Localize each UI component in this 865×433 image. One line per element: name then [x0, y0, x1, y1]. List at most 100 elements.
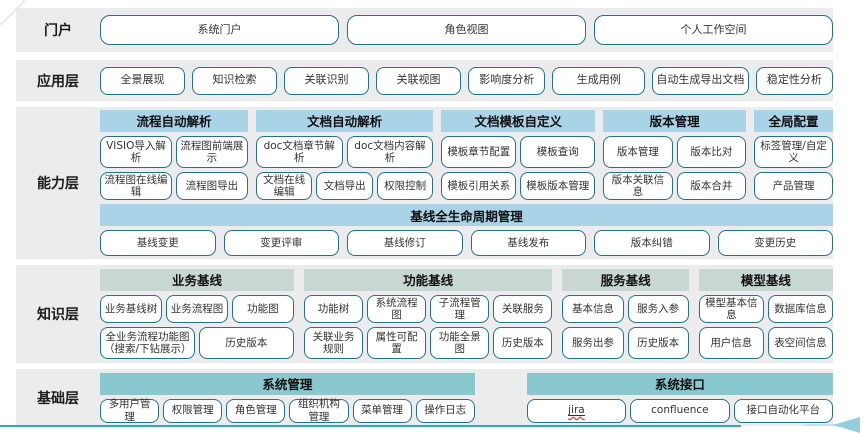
cap-btn-template-query[interactable]: 模板查询	[520, 135, 596, 168]
know-group-1-header: 功能基线	[303, 268, 553, 291]
know-group-1-row2: 关联业务规则 属性可配置 功能全景图 历史版本	[303, 327, 553, 360]
capability-content: 流程自动解析 VISIO导入解析 流程图前端展示 流程图在线编辑 流程图导出 文…	[100, 106, 833, 260]
know-btn-user-info[interactable]: 用户信息	[698, 327, 764, 360]
layer-label-knowledge: 知识层	[37, 307, 79, 323]
know-btn-database-info[interactable]: 数据库信息	[767, 294, 833, 324]
layer-band-portal: 门户 系统门户 角色视图 个人工作空间	[16, 8, 833, 52]
app-button-6[interactable]: 自动生成导出文档	[652, 66, 749, 95]
know-btn-function-tree[interactable]: 功能树	[303, 294, 364, 324]
base-btn-confluence[interactable]: confluence	[630, 398, 730, 423]
know-group-0-header: 业务基线	[100, 268, 294, 291]
know-btn-history-version-svc[interactable]: 历史版本	[627, 327, 689, 360]
cap-group-3-header: 版本管理	[603, 109, 747, 132]
layer-band-knowledge: 知识层 业务基线 业务基线树 业务流程图 功能图 全业务流程功能图（搜索/下钻展…	[16, 265, 833, 363]
know-btn-history-version-biz[interactable]: 历史版本	[198, 327, 294, 360]
base-btn-multi-user-mgmt[interactable]: 多用户管理	[100, 398, 160, 423]
know-btn-related-services[interactable]: 关联服务	[493, 294, 553, 324]
layer-label-application: 应用层	[37, 73, 79, 90]
base-groups: 系统管理 多用户管理 权限管理 角色管理 组织机构管理 菜单管理 操作日志 系统…	[100, 369, 834, 427]
know-btn-tablespace-info[interactable]: 表空间信息	[767, 327, 833, 360]
know-btn-system-flowchart[interactable]: 系统流程图	[367, 294, 427, 324]
baseline-lifecycle-header: 基线全生命周期管理	[100, 204, 833, 227]
know-btn-service-input[interactable]: 服务入参	[627, 294, 689, 324]
cap-btn-version-compare[interactable]: 版本比对	[676, 135, 747, 168]
cap-btn-template-version-mgmt[interactable]: 模板版本管理	[520, 171, 596, 201]
cap-btn-flowchart-edit[interactable]: 流程图在线编辑	[100, 171, 172, 201]
know-btn-business-flowchart[interactable]: 业务流程图	[165, 294, 228, 324]
know-group-service-baseline: 服务基线 基本信息 服务入参 服务出参 历史版本	[562, 268, 689, 360]
cap-group-4-row2: 产品管理	[754, 171, 833, 201]
app-button-4[interactable]: 影响度分析	[468, 66, 546, 95]
base-btn-org-mgmt[interactable]: 组织机构管理	[289, 398, 349, 423]
know-group-function-baseline: 功能基线 功能树 系统流程图 子流程管理 关联服务 关联业务规则 属性可配置 功…	[303, 268, 553, 360]
know-btn-function-panorama[interactable]: 功能全景图	[430, 327, 490, 360]
know-btn-attribute-config[interactable]: 属性可配置	[367, 327, 427, 360]
know-group-3-row2: 用户信息 表空间信息	[698, 327, 833, 360]
cap-btn-visio-import[interactable]: VISIO导入解析	[100, 135, 172, 168]
know-btn-service-output[interactable]: 服务出参	[562, 327, 624, 360]
cap-btn-template-reference[interactable]: 模板引用关系	[441, 171, 517, 201]
baseline-btn-change-history[interactable]: 变更历史	[717, 230, 833, 257]
cap-btn-version-relation[interactable]: 版本关联信息	[603, 171, 673, 201]
know-btn-full-business-flow-map[interactable]: 全业务流程功能图（搜索/下钻展示）	[100, 327, 195, 360]
cap-btn-flowchart-frontend[interactable]: 流程图前端展示	[175, 135, 248, 168]
base-btn-jira[interactable]: jira	[526, 398, 627, 423]
cap-group-2-header: 文档模板自定义	[441, 109, 596, 132]
know-btn-related-business-rules[interactable]: 关联业务规则	[303, 327, 364, 360]
cap-btn-flowchart-export[interactable]: 流程图导出	[175, 171, 248, 201]
cap-btn-doc-chapter-parse[interactable]: doc文档章节解析	[255, 135, 343, 168]
cap-btn-version-mgmt[interactable]: 版本管理	[603, 135, 673, 168]
cap-btn-tag-mgmt[interactable]: 标签管理/自定义	[754, 135, 833, 168]
cap-btn-doc-online-edit[interactable]: 文档在线编辑	[255, 171, 313, 201]
baseline-btn-change[interactable]: 基线变更	[100, 230, 216, 257]
app-button-5[interactable]: 生成用例	[552, 66, 646, 95]
base-group-0-header: 系统管理	[100, 372, 475, 395]
cap-btn-product-mgmt[interactable]: 产品管理	[754, 171, 833, 201]
portal-button-role-view[interactable]: 角色视图	[347, 15, 586, 45]
app-button-7[interactable]: 稳定性分析	[755, 66, 833, 95]
bottom-accent-line	[0, 425, 741, 427]
cap-group-process-parse: 流程自动解析 VISIO导入解析 流程图前端展示 流程图在线编辑 流程图导出	[100, 109, 248, 201]
cap-btn-template-chapter-config[interactable]: 模板章节配置	[441, 135, 517, 168]
base-btn-menu-mgmt[interactable]: 菜单管理	[352, 398, 412, 423]
know-btn-history-version-func[interactable]: 历史版本	[493, 327, 553, 360]
base-btn-role-mgmt[interactable]: 角色管理	[226, 398, 286, 423]
knowledge-groups: 业务基线 业务基线树 业务流程图 功能图 全业务流程功能图（搜索/下钻展示） 历…	[100, 265, 833, 363]
cap-group-global-config: 全局配置 标签管理/自定义 产品管理	[754, 109, 833, 201]
base-group-system-interface: 系统接口 jira confluence 接口自动化平台	[526, 372, 834, 423]
baseline-btn-error-correction[interactable]: 版本纠错	[594, 230, 710, 257]
know-group-model-baseline: 模型基线 模型基本信息 数据库信息 用户信息 表空间信息	[698, 268, 833, 360]
cap-btn-version-merge[interactable]: 版本合并	[676, 171, 747, 201]
know-btn-model-basic-info[interactable]: 模型基本信息	[698, 294, 764, 324]
left-arrow-icon	[833, 417, 860, 433]
app-button-3[interactable]: 关联视图	[376, 66, 462, 95]
portal-button-personal-workspace[interactable]: 个人工作空间	[594, 15, 833, 45]
portal-buttons: 系统门户 角色视图 个人工作空间	[100, 15, 833, 45]
cap-group-3-row2: 版本关联信息 版本合并	[603, 171, 747, 201]
cap-btn-doc-export[interactable]: 文档导出	[316, 171, 373, 201]
know-group-2-header: 服务基线	[562, 268, 689, 291]
layer-band-base: 基础层 系统管理 多用户管理 权限管理 角色管理 组织机构管理 菜单管理 操作日…	[16, 369, 834, 427]
base-btn-interface-automation[interactable]: 接口自动化平台	[733, 398, 834, 423]
know-btn-basic-info[interactable]: 基本信息	[562, 294, 624, 324]
portal-button-system-portal[interactable]: 系统门户	[100, 15, 339, 45]
cap-group-2-row1: 模板章节配置 模板查询	[441, 135, 596, 168]
cap-group-0-row2: 流程图在线编辑 流程图导出	[100, 171, 248, 201]
app-button-2[interactable]: 关联识别	[284, 66, 370, 95]
baseline-btn-revision[interactable]: 基线修订	[347, 230, 463, 257]
baseline-btn-release[interactable]: 基线发布	[470, 230, 586, 257]
cap-btn-permission-control[interactable]: 权限控制	[376, 171, 434, 201]
cap-group-0-row1: VISIO导入解析 流程图前端展示	[100, 135, 248, 168]
app-button-1[interactable]: 知识检索	[192, 66, 278, 95]
cap-btn-doc-content-parse[interactable]: doc文档内容解析	[346, 135, 434, 168]
base-group-0-row: 多用户管理 权限管理 角色管理 组织机构管理 菜单管理 操作日志	[100, 398, 475, 423]
base-btn-operation-log[interactable]: 操作日志	[415, 398, 475, 423]
know-btn-business-baseline-tree[interactable]: 业务基线树	[100, 294, 162, 324]
app-button-0[interactable]: 全景展现	[100, 66, 186, 95]
know-btn-function-diagram[interactable]: 功能图	[231, 294, 294, 324]
know-group-0-row1: 业务基线树 业务流程图 功能图	[100, 294, 294, 324]
jira-label: jira	[568, 403, 585, 417]
baseline-btn-change-review[interactable]: 变更评审	[223, 230, 339, 257]
know-btn-subprocess-mgmt[interactable]: 子流程管理	[430, 294, 490, 324]
base-btn-permission-mgmt[interactable]: 权限管理	[163, 398, 223, 423]
